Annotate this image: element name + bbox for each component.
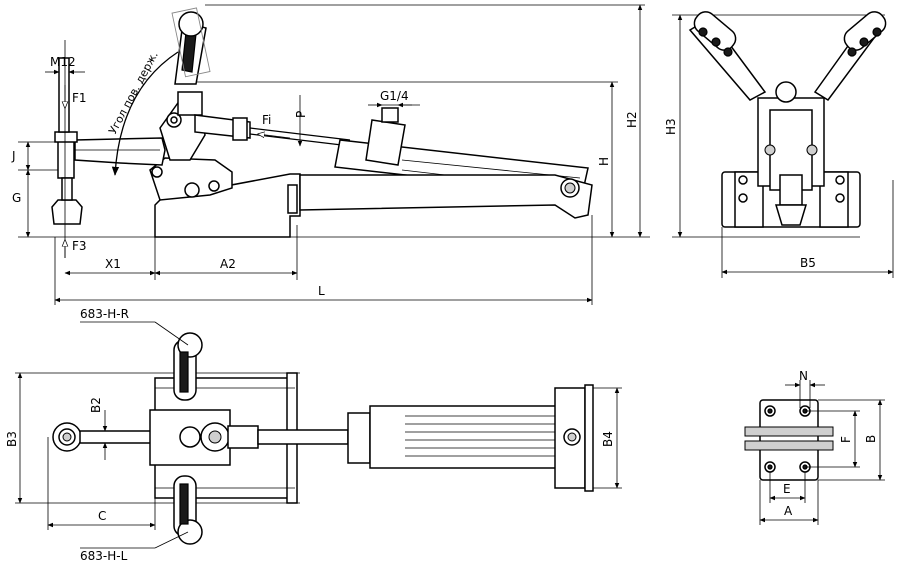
dim-c-label: C: [98, 509, 106, 523]
handle-side: [171, 7, 211, 85]
dim-a-label: A: [784, 504, 793, 518]
spindle-pad: [51, 199, 83, 225]
dim-b2-label: B2: [89, 397, 103, 413]
front-view: H3 B5: [664, 11, 894, 278]
dim-b5-label: B5: [800, 256, 816, 270]
front-handle-left: [688, 11, 767, 101]
dim-b4-label: B4: [601, 431, 615, 447]
dim-a2-label: A2: [220, 257, 236, 271]
rear-bracket: [299, 174, 593, 219]
callout-left-handle: 683-H-L: [80, 549, 128, 563]
front-handle-right: [813, 11, 887, 101]
force-f3-label: F3: [72, 239, 87, 253]
dim-f-label: F: [839, 436, 853, 443]
force-fi-label: Fi: [262, 113, 271, 127]
base-plate-top: [759, 399, 819, 481]
top-cylinder: [347, 412, 371, 464]
force-f1-label: F1: [72, 91, 87, 105]
dim-x1-label: X1: [105, 257, 121, 271]
angle-label: Угол пов. держ.: [106, 49, 161, 136]
dim-h-label: H: [597, 157, 611, 166]
angle-arc: [111, 51, 179, 176]
top-handle-right: [173, 332, 203, 401]
top-view: B3: [5, 307, 622, 563]
side-view: Угол пов. держ. F1 M12 J G F3 X1 A2 L Fi: [11, 4, 650, 305]
callout-right-handle: 683-H-R: [80, 307, 129, 321]
base-slot: [287, 184, 298, 214]
port-label: G1/4: [380, 89, 409, 103]
dim-g-label: G: [12, 191, 21, 205]
dim-h3-label: H3: [664, 118, 678, 135]
base-plate: [154, 173, 301, 238]
clamp-arm: [74, 137, 166, 166]
dim-h2-label: H2: [625, 111, 639, 128]
dim-j-label: J: [11, 149, 16, 163]
dim-n-label: N: [799, 369, 808, 383]
top-handle-left: [173, 475, 203, 545]
dim-b-label: B: [864, 435, 878, 443]
dim-p-label: P: [294, 111, 308, 118]
base-view: N F B E A: [744, 369, 885, 525]
thread-label: M12: [50, 55, 76, 69]
dim-b3-label: B3: [5, 431, 19, 447]
spindle: [57, 139, 75, 179]
dim-e-label: E: [783, 482, 791, 496]
dim-l-label: L: [318, 284, 325, 298]
